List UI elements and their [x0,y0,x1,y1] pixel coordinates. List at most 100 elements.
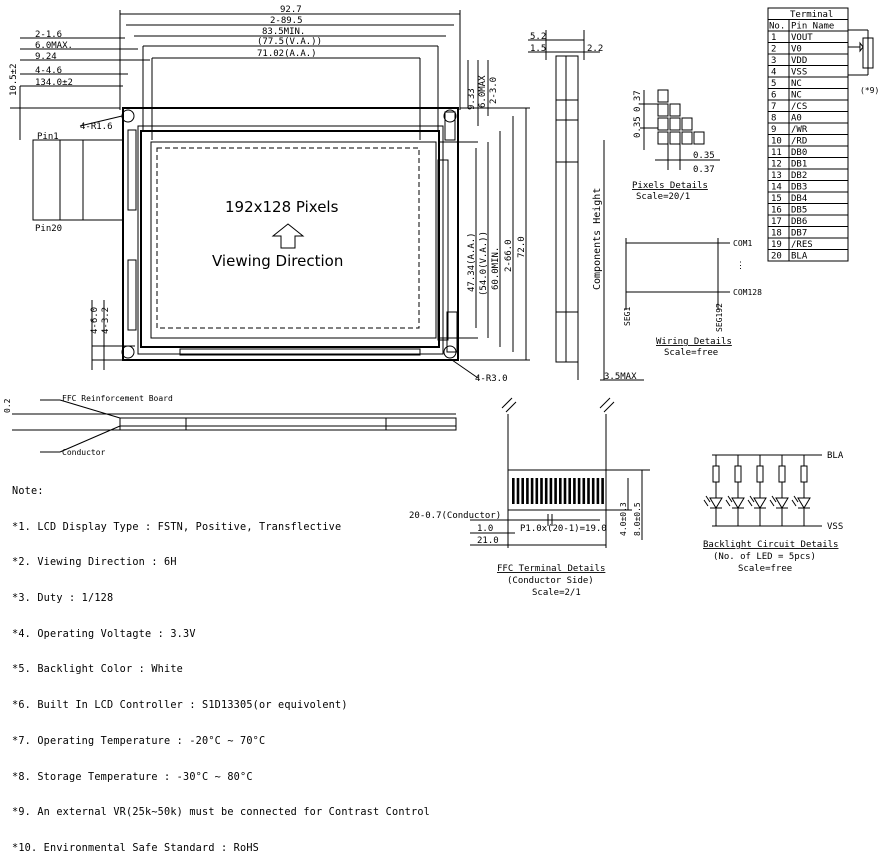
terminal-pin-name: V0 [791,45,802,55]
pixel-dim-0-35-h: 0.35 [693,151,715,161]
dim-4-4-6: 4-4.6 [35,66,62,76]
terminal-pin-number: 8 [771,114,776,124]
terminal-pin-number: 10 [771,137,782,147]
terminal-pin-number: 5 [771,79,776,89]
terminal-title: Terminal [790,10,833,20]
ffc-conductor [554,478,557,504]
dim-2-3-0: 2-3.0 [489,77,499,104]
dim-side-3-5max: 3.5MAX [604,372,637,382]
backlight-vss-label: VSS [827,522,843,532]
ffc-conductor [535,478,539,504]
dim-83-5: 83.5MIN. [262,27,305,37]
terminal-pin-number: 11 [771,148,782,158]
terminal-col-name: Pin Name [791,22,834,32]
resistor [756,465,764,483]
dim-side-1-5: 1.5 [530,44,546,54]
terminal-pin-name: A0 [791,114,802,124]
terminal-pin-number: 20 [771,252,782,262]
terminal-pin-name: DB1 [791,160,807,170]
ffc-conductor [540,478,543,504]
dim-89-5: 2-89.5 [270,16,303,26]
terminal-pin-name: DB5 [791,206,807,216]
ffc-dim-21-0: 21.0 [477,536,499,546]
led-branch [747,455,767,526]
wiring-seg1: SEG1 [623,307,632,326]
backlight-bla-label: BLA [827,451,844,461]
terminal-pin-number: 19 [771,240,782,250]
wiring-ellipsis: ⋮ [736,261,745,271]
terminal-pin-name: DB0 [791,148,807,158]
fpc-thickness: 0.2 [3,398,12,413]
dim-9-33: 9.33 [467,88,477,110]
pixel-dim-0-37-h: 0.37 [693,165,715,175]
wiring-com128: COM128 [733,288,762,297]
ffc-terminal-subtitle: (Conductor Side) [507,576,594,586]
wiring-seg192: SEG192 [715,303,724,332]
notes-header: Note: [12,485,44,497]
ffc-conductor [601,478,604,504]
terminal-pin-name: DB6 [791,217,807,227]
ffc-conductor [563,478,567,504]
resistor [734,465,742,483]
components-height-label: Components Height [592,188,603,290]
note-item: *8. Storage Temperature : -30°C ~ 80°C [12,771,253,783]
pixels-details-title: Pixels Details [632,181,708,191]
note-item: *3. Duty : 1/128 [12,592,114,604]
ffc-conductor [559,478,562,504]
dim-6-0max-right: 6.0MAX [478,75,488,108]
pixel-dim-0-35-v: 0.35 [633,116,643,138]
dim-47-34: 47.34(A.A.) [467,232,477,292]
resistor [800,465,808,483]
resistor [778,465,786,483]
terminal-pin-number: 13 [771,171,782,181]
dim-side-2-2: 2.2 [587,44,603,54]
terminal-pin-number: 17 [771,217,782,227]
terminal-pin-name: DB2 [791,171,807,181]
terminal-pin-name: /RES [791,240,813,250]
ffc-conductor [516,478,520,504]
dim-10-5: 10.5±2 [9,63,19,96]
ffc-dim-pitch-total: P1.0x(20-1)=19.0 [520,524,607,534]
backlight-subtitle: (No. of LED = 5pcs) [713,552,816,562]
note-item: *6. Built In LCD Controller : S1D13305(o… [12,700,348,712]
ffc-conductor [549,478,553,504]
dim-9-24: 9.24 [35,52,57,62]
vr-symbol [848,29,874,76]
mechanical-drawing: 92.7 2-89.5 83.5MIN. (77.5(V.A.)) 71.02(… [3,5,879,598]
terminal-pin-name: VDD [791,56,807,66]
terminal-pin-number: 1 [771,33,776,43]
ffc-conductor [591,478,595,504]
note-item: *9. An external VR(25k~50k) must be conn… [12,807,431,819]
note-item: *10. Environmental Safe Standard : RoHS [12,843,260,854]
note-item: *4. Operating Voltagte : 3.3V [12,628,196,640]
led-icon [775,497,789,509]
led-icon [709,497,723,509]
terminal-col-no: No. [769,22,785,32]
vr-note: (*9) [860,86,879,95]
viewing-direction-arrow [271,223,305,249]
ffc-dim-1-0: 1.0 [477,524,493,534]
terminal-pin-number: 7 [771,102,776,112]
note-item: *1. LCD Display Type : FSTN, Positive, T… [12,521,342,533]
led-icon [797,497,811,509]
dim-4-3-2: 4-3.2 [101,307,111,334]
dim-54-0: (54.0(V.A.)) [479,231,489,296]
display-resolution-label: 192x128 Pixels [225,198,339,216]
led-icon [731,497,745,509]
ffc-conductor [568,478,571,504]
pixels-details-scale: Scale=20/1 [636,192,690,202]
terminal-pin-name: NC [791,79,802,89]
ffc-conductor [577,478,581,504]
resistor [712,465,720,483]
wiring-details-scale: Scale=free [664,348,718,358]
wiring-details-title: Wiring Details [656,337,732,347]
ffc-terminal-title: FFC Terminal Details [497,564,605,574]
dim-side-5-2: 5.2 [530,32,546,42]
terminal-pin-name: DB7 [791,229,807,239]
viewing-direction-label: Viewing Direction [212,252,343,270]
label-pin1: Pin1 [37,132,59,142]
note-item: *7. Operating Temperature : -20°C ~ 70°C [12,735,266,747]
ffc-conductor [526,478,529,504]
fpc-side-view [12,399,457,453]
